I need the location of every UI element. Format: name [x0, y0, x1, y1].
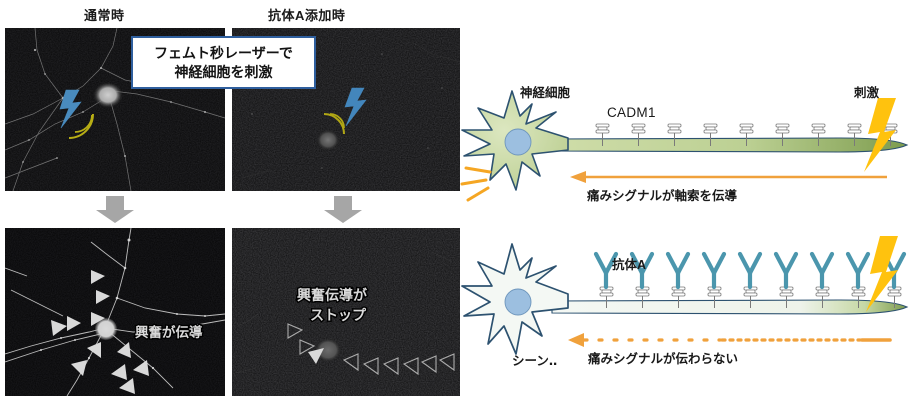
antibody-bound-receptors-group — [593, 251, 913, 309]
micrograph-antibody-after: 興奮伝導が ストップ — [232, 228, 460, 396]
orange-radiating-lines-icon — [460, 166, 492, 202]
axon-shape — [551, 137, 909, 153]
diagram-normal-conduction: 神経細胞 CADM1 刺激 痛みシグナルが軸索を伝導 — [460, 72, 913, 212]
filled-triangle-marker — [308, 348, 324, 364]
hollow-triangle-markers — [287, 323, 455, 376]
blue-lightning-bolt-icon — [59, 89, 82, 129]
neuron-image-antibody-before — [232, 28, 460, 191]
caption-antibody-after-line1: 興奮伝導が — [297, 287, 368, 303]
signal-arrow-icon — [570, 171, 887, 183]
stimulus-label: 刺激 — [854, 86, 880, 100]
blue-lightning-bolt-icon — [344, 87, 367, 127]
soma-quiet-note: シーン‥ — [512, 354, 558, 368]
column-title-antibody: 抗体A添加時 — [268, 8, 346, 23]
neuron-label: 神経細胞 — [520, 86, 571, 100]
micrograph-antibody-before — [232, 28, 460, 191]
column-title-normal: 通常時 — [84, 8, 125, 23]
callout-line1: フェムト秒レーザーで — [154, 45, 293, 62]
diagram-normal-svg — [460, 90, 909, 202]
cadm1-receptors-group — [595, 123, 898, 146]
neuron-image-normal-after: 興奮が伝導 — [5, 228, 225, 396]
filled-triangle-markers — [51, 270, 149, 394]
nucleus-shape — [504, 288, 532, 316]
transition-arrow-left — [96, 196, 134, 223]
diagram-blocked-svg — [461, 236, 913, 355]
transition-arrow-right — [324, 196, 362, 223]
antibody-label: 抗体A — [612, 258, 647, 272]
diagram-blocked-conduction: 抗体A 痛みシグナルが伝わらない シーン‥ — [460, 232, 913, 400]
micrograph-normal-after: 興奮が伝導 — [5, 228, 225, 396]
cadm1-label: CADM1 — [607, 105, 656, 120]
axon-shape — [551, 299, 909, 315]
signal-conduction-label: 痛みシグナルが軸索を伝導 — [587, 189, 738, 203]
yellow-lightning-bolt-icon — [864, 98, 896, 172]
blocked-signal-label: 痛みシグナルが伝わらない — [588, 352, 739, 366]
caption-antibody-after-line2: ストップ — [310, 307, 367, 323]
callout-line2: 神経細胞を刺激 — [174, 63, 273, 80]
yellow-lightning-bolt-icon — [866, 236, 898, 312]
neuron-image-antibody-after: 興奮伝導が ストップ — [232, 228, 460, 396]
nucleus-shape — [504, 128, 532, 156]
caption-normal-after: 興奮が伝導 — [135, 324, 203, 340]
laser-stimulation-callout: フェムト秒レーザーで 神経細胞を刺激 — [131, 36, 316, 89]
blocked-signal-arrow-icon — [568, 333, 892, 347]
yellow-arc-icon — [323, 113, 345, 135]
yellow-arc-icon — [68, 113, 94, 139]
